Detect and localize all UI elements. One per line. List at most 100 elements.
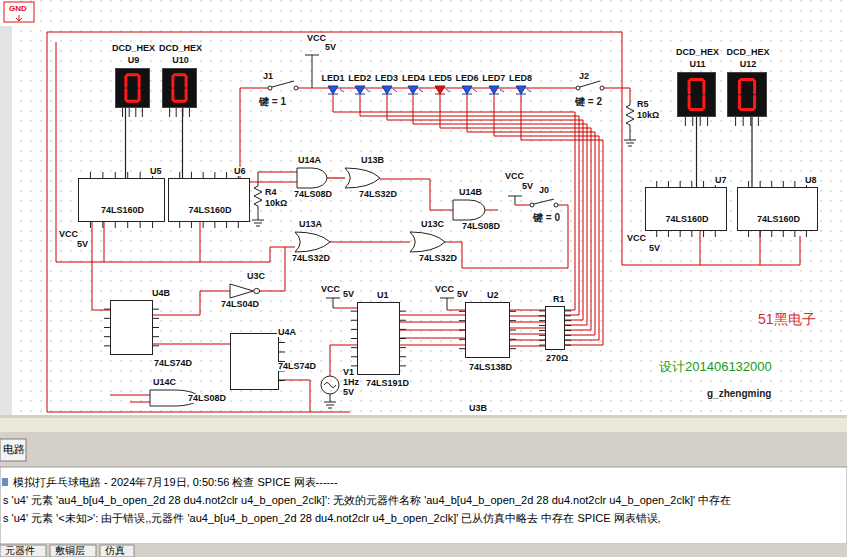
part-label: U14C [152, 378, 177, 387]
led-symbol [382, 86, 392, 94]
signal-wire [400, 329, 465, 330]
counter-chip: U574LS160D [78, 178, 165, 222]
gate-body [295, 232, 330, 252]
pin-stub [127, 172, 128, 178]
disp-symbol [116, 69, 149, 107]
part-label: U14B [458, 188, 483, 197]
signal-wire [153, 343, 230, 344]
wire [440, 94, 591, 330]
pin-stub [191, 172, 192, 178]
led-label: LED6 [454, 74, 479, 83]
pin-stub [102, 172, 103, 178]
led-symbol [462, 86, 472, 94]
part-type: 74LS04D [220, 300, 260, 309]
pin-stub [400, 338, 406, 339]
pin-stub [510, 311, 516, 312]
switch-contact [294, 86, 298, 90]
and-gate: U14C74LS08D [150, 390, 199, 406]
wire [447, 310, 465, 311]
pin-stub [153, 318, 159, 319]
switch-label: J0 [538, 186, 550, 195]
or-symbol [295, 232, 330, 252]
part-label: U13B [360, 156, 385, 165]
pin-stub [565, 310, 571, 311]
signal-wire [696, 117, 697, 187]
wire [485, 210, 498, 211]
seven-seg-display: DCD_HEXU10 [162, 68, 197, 108]
part-label: DCD_HEX [111, 44, 156, 53]
wire [240, 88, 268, 89]
pin-stub [104, 318, 110, 319]
pin-stub [565, 345, 571, 346]
wire [92, 222, 110, 310]
pin-stub [153, 309, 159, 310]
wires [47, 32, 800, 412]
digit-segment [174, 100, 184, 103]
design-note: 设计201406132000 [658, 360, 773, 373]
pin-stub [685, 117, 686, 126]
wire [258, 172, 297, 173]
counter-chip: U774LS160D [645, 187, 727, 231]
watermark: 51黑电子 [757, 312, 817, 326]
key-label: 键 = 0 [532, 213, 561, 223]
wire [760, 231, 761, 265]
flip-flop-chip: U4B74LS74D [110, 300, 153, 355]
tab-label: 敷铜层 [54, 546, 86, 556]
ic-symbol [730, 180, 827, 240]
not-gate: U3C74LS04D [230, 284, 260, 298]
pin-stub [539, 335, 545, 336]
status-line: s 'u4' 元素 '<未知>': 由于错误,,元器件 'au4_b[u4_b_… [2, 513, 662, 524]
digit-segment [171, 76, 174, 86]
pin-stub [539, 345, 545, 346]
part-type: U12 [739, 60, 758, 69]
ground-symbol [624, 140, 636, 146]
message-icon [2, 478, 8, 486]
pin-stub [238, 222, 239, 228]
switch-label: J2 [578, 72, 590, 81]
wire [260, 247, 285, 291]
or-gate: U13A74LS32D [295, 232, 330, 252]
wire [240, 88, 297, 182]
voltage-label: 5V [521, 182, 534, 191]
pin-stub [707, 117, 708, 126]
pin-stub [565, 320, 571, 321]
sine-mark [324, 383, 336, 388]
pin-stub [115, 222, 116, 228]
part-type: 74LS74D [277, 362, 317, 371]
pin-group [351, 311, 406, 366]
ic-symbol [71, 171, 174, 231]
pin-stub [750, 117, 751, 126]
status-line: s 'u4' 元素 'au4_b[u4_b_open_2d 28 du4.not… [2, 495, 732, 506]
pin-stub [539, 310, 545, 311]
pin-stub [279, 380, 285, 381]
digit-segment [688, 81, 691, 93]
led-symbol [516, 86, 526, 94]
disp-symbol [678, 73, 715, 116]
ic-symbol [638, 180, 736, 240]
part-label: U3C [246, 272, 266, 281]
counter-chip: U674LS160D [168, 178, 250, 222]
canvas-ground [0, 0, 847, 415]
pin-stub [115, 172, 116, 178]
pin-stub [176, 108, 177, 117]
led-label: LED8 [508, 74, 533, 83]
part-type: 74LS32D [291, 254, 331, 263]
led-label: LED3 [374, 74, 399, 83]
pin-group [749, 181, 807, 237]
supply-label: VCC [320, 285, 341, 294]
voltage-label: 5V [648, 244, 661, 253]
resistor-label: R4 [264, 188, 278, 197]
seven-seg-display: DCD_HEXU9 [115, 68, 150, 108]
vcc-symbol [305, 55, 319, 88]
voltage-label: 5V [76, 240, 89, 249]
wire [360, 94, 579, 315]
ruler-strip [0, 26, 12, 415]
pin-stub [459, 311, 465, 312]
or-gate: U13B74LS32D [345, 168, 380, 188]
voltage-label: 5V [324, 43, 337, 52]
pin-stub [680, 231, 681, 237]
pin-stub [104, 309, 110, 310]
rpack-symbol [538, 299, 574, 359]
